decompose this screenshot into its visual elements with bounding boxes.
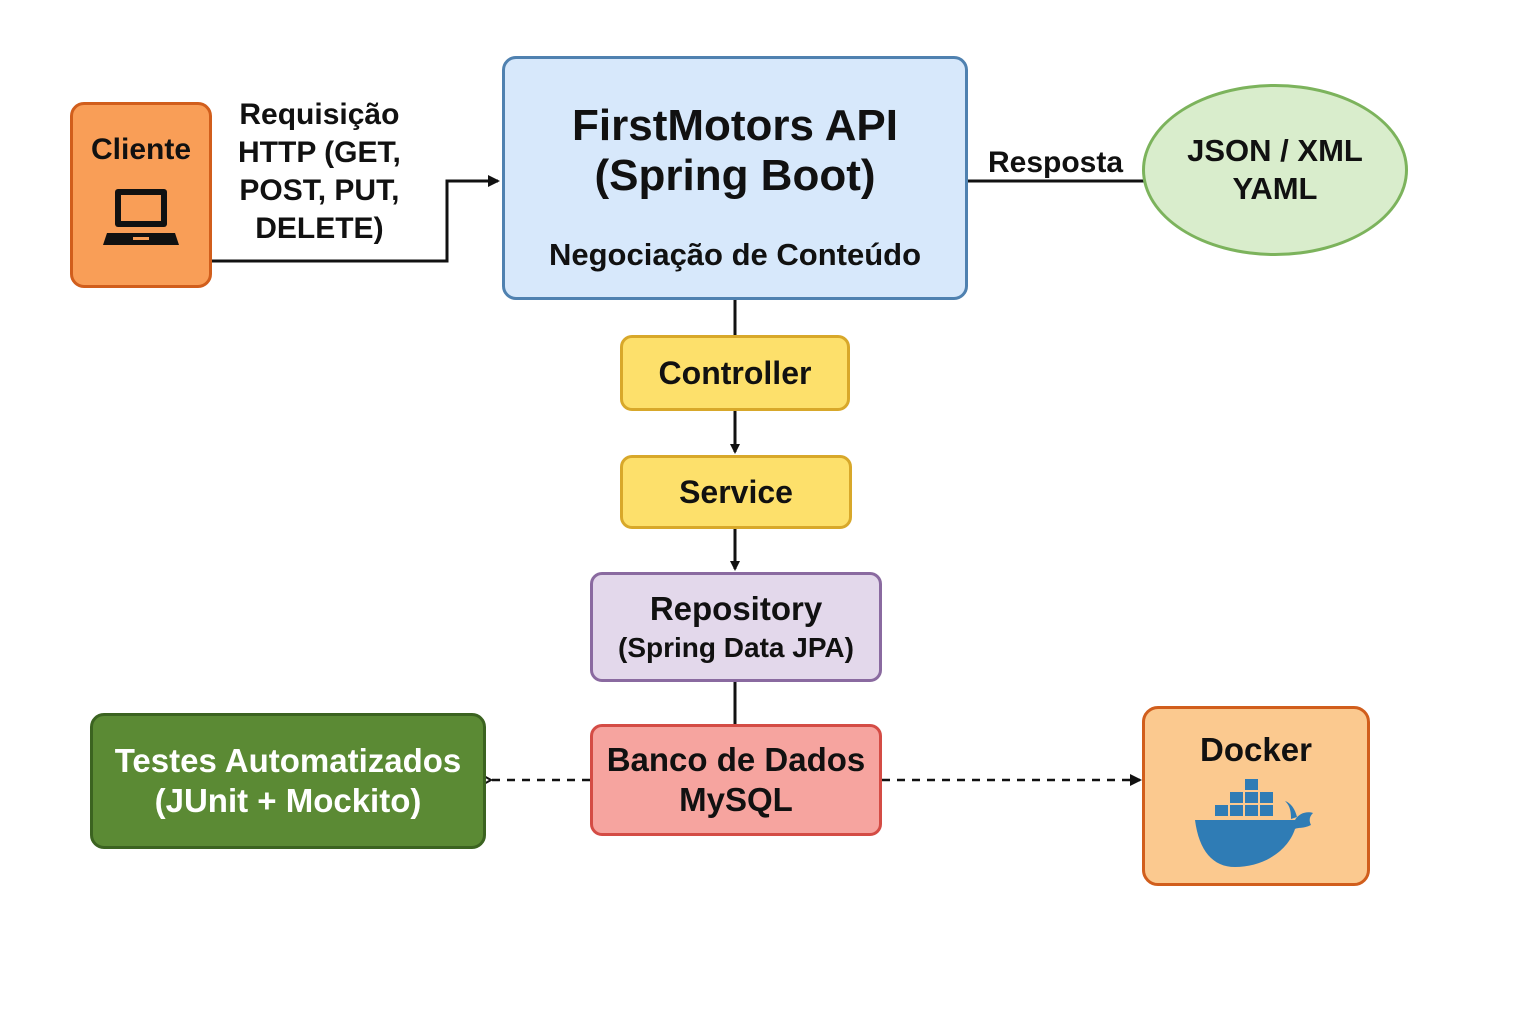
- request-line-1: Requisição: [239, 98, 400, 131]
- service-label: Service: [679, 473, 793, 510]
- api-box: FirstMotors API (Spring Boot) Negociação…: [502, 56, 968, 300]
- controller-label: Controller: [658, 354, 812, 391]
- service-box: Service: [620, 455, 852, 529]
- request-line-4: DELETE): [255, 212, 384, 245]
- request-line-2: HTTP (GET,: [238, 136, 401, 169]
- request-arrow: [212, 175, 500, 263]
- repository-subtitle: (Spring Data JPA): [618, 632, 854, 663]
- formats-ellipse: JSON / XML YAML: [1142, 84, 1408, 256]
- formats-line-1: JSON / XML: [1187, 133, 1363, 168]
- database-line-1: Banco de Dados: [606, 741, 866, 778]
- docker-title: Docker: [1200, 731, 1312, 768]
- formats-line-2: YAML: [1232, 171, 1318, 206]
- controller-box: Controller: [620, 335, 850, 411]
- database-box: Banco de Dados MySQL: [590, 724, 882, 836]
- request-line-3: POST, PUT,: [239, 174, 400, 207]
- docker-whale-icon: [1191, 779, 1321, 874]
- api-title: FirstMotors API (Spring Boot): [572, 101, 898, 201]
- repository-title: Repository: [649, 590, 823, 627]
- api-subtitle: Negociação de Conteúdo: [548, 237, 922, 272]
- client-title: Cliente: [90, 133, 192, 166]
- tests-box: Testes Automatizados (JUnit + Mockito): [90, 713, 486, 849]
- tests-line-2: (JUnit + Mockito): [154, 782, 422, 819]
- client-box: Cliente: [70, 102, 212, 288]
- response-label: Resposta: [988, 146, 1124, 179]
- docker-box: Docker: [1142, 706, 1370, 886]
- tests-line-1: Testes Automatizados: [114, 742, 462, 779]
- api-title-line-2: (Spring Boot): [594, 151, 876, 200]
- repository-box: Repository (Spring Data JPA): [590, 572, 882, 682]
- api-title-line-1: FirstMotors API: [572, 101, 898, 150]
- database-line-2: MySQL: [679, 781, 793, 818]
- laptop-icon: [103, 187, 179, 254]
- request-label: Requisição HTTP (GET, POST, PUT, DELETE): [238, 96, 401, 248]
